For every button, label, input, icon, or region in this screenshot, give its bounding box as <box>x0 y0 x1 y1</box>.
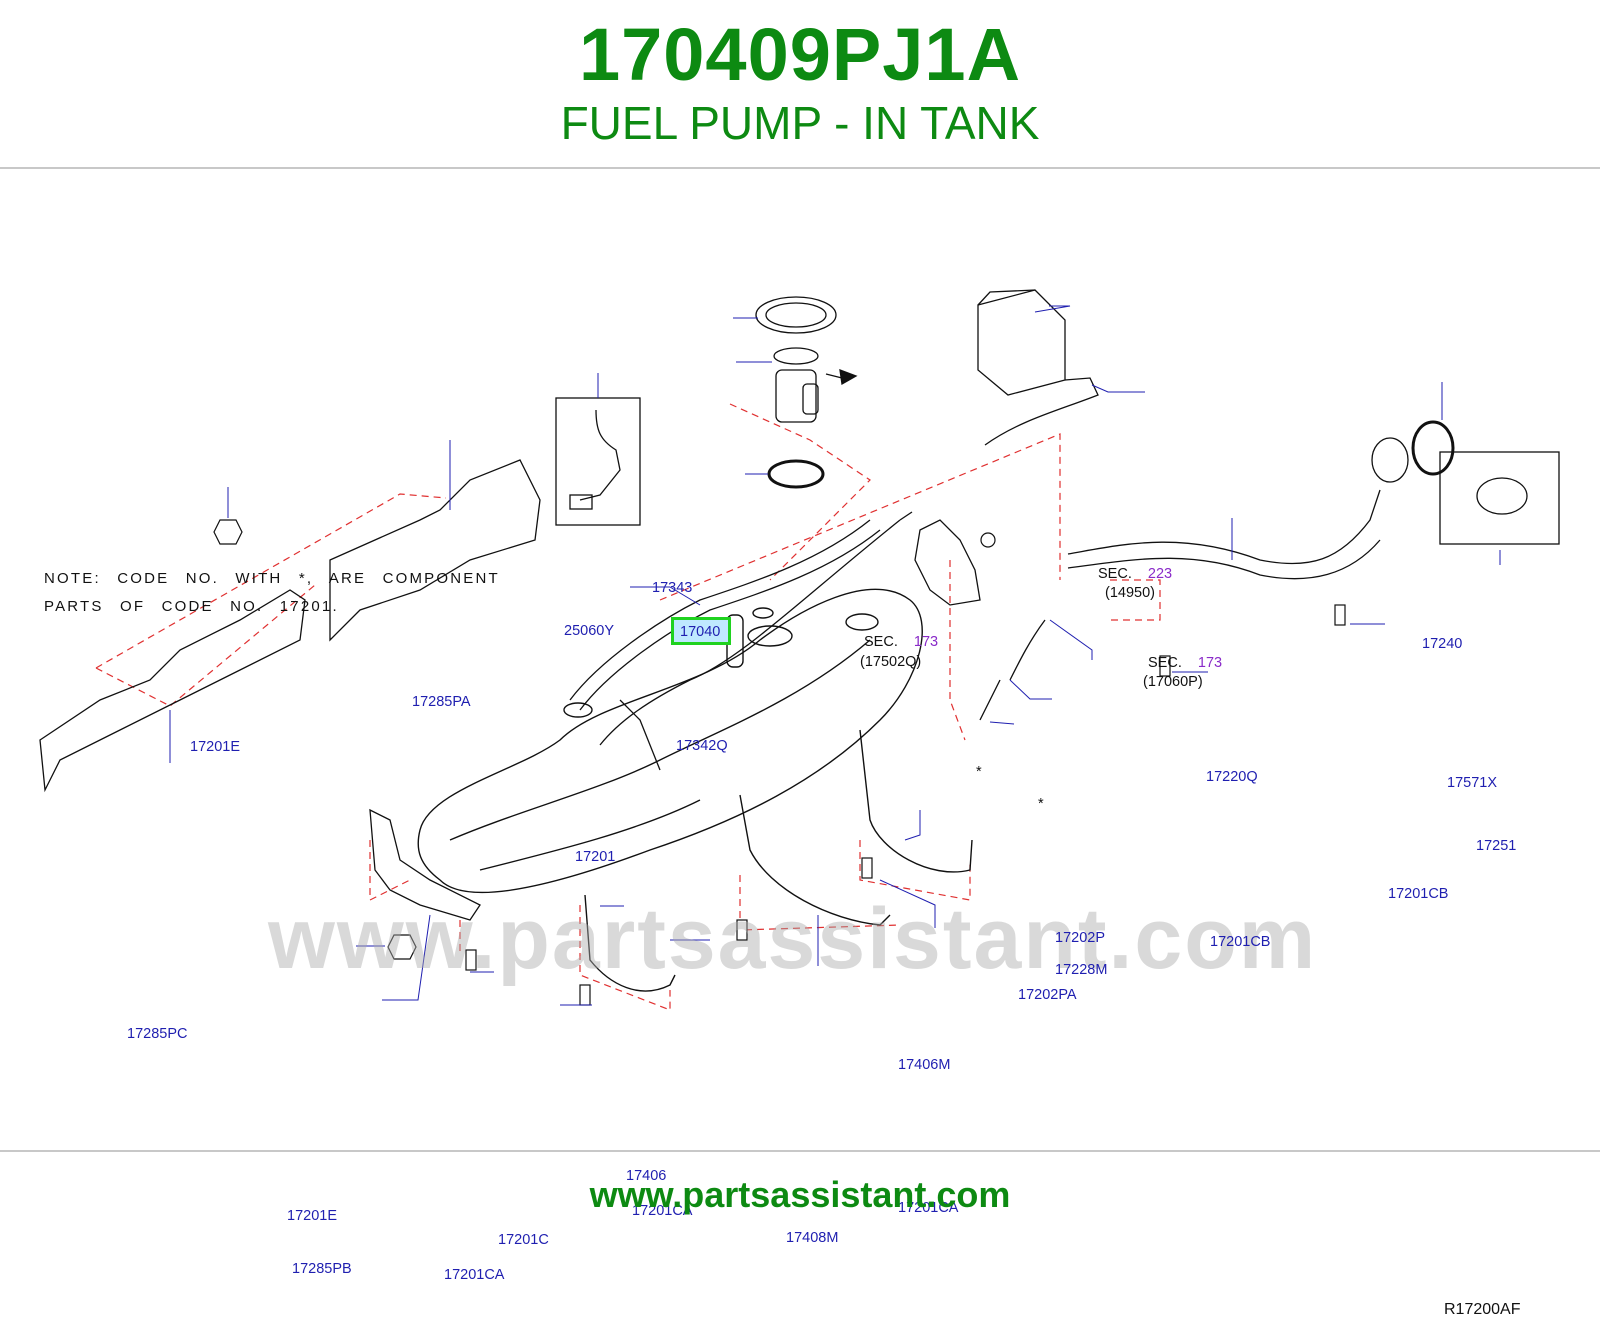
part-label-17201[interactable]: 17201 <box>575 849 616 865</box>
part-label-17285pa[interactable]: 17285PA <box>412 694 471 710</box>
part-label-17202pa[interactable]: 17202PA <box>1018 987 1077 1003</box>
diagram-reference-code: R17200AF <box>1444 1301 1521 1318</box>
fastener-bolts <box>213 519 1346 1006</box>
note-line-1: NOTE: CODE NO. WITH *, ARE COMPONENT <box>44 570 500 587</box>
part-label-17201ca-bottom[interactable]: 17201CA <box>444 1267 505 1283</box>
part-label-17228m[interactable]: 17228M <box>1055 962 1108 978</box>
dashed-leader-lines <box>95 403 1161 1011</box>
section-prefix: SEC. <box>1098 566 1132 582</box>
part-label-17201cb-b[interactable]: 17201CB <box>1210 934 1271 950</box>
watermark: www.partsassistant.com <box>268 891 1318 987</box>
part-label-17406[interactable]: 17406 <box>626 1168 667 1184</box>
part-label-17240[interactable]: 17240 <box>1422 636 1463 652</box>
parts-diagram: NOTE: CODE NO. WITH *, ARE COMPONENT PAR… <box>0 270 1600 1318</box>
section-number: 173 <box>913 634 939 650</box>
part-label-17408m[interactable]: 17408M <box>786 1230 839 1246</box>
section-ref-223[interactable]: SEC. 223 <box>1098 566 1172 582</box>
part-label-17201cb-a[interactable]: 17201CB <box>1388 886 1449 902</box>
heat-insulators <box>39 459 981 921</box>
footer-url-link[interactable]: www.partsassistant.com <box>589 1174 1011 1215</box>
part-label-17285pb[interactable]: 17285PB <box>292 1261 352 1277</box>
fuel-lines <box>569 511 913 771</box>
asterisk-marker-1: * <box>976 764 982 780</box>
part-label-17201ca-mid[interactable]: 17201CA <box>632 1203 693 1219</box>
tank-straps <box>584 729 973 992</box>
section-code-14950: (14950) <box>1105 585 1155 601</box>
highlighted-part-box <box>671 617 731 645</box>
note-line-2: PARTS OF CODE NO. 17201. <box>44 598 339 615</box>
section-number: 173 <box>1197 655 1223 671</box>
part-label-17251[interactable]: 17251 <box>1476 838 1517 854</box>
section-ref-173-b[interactable]: SEC. 173 <box>1148 655 1222 671</box>
header-divider <box>0 167 1600 169</box>
canister <box>977 289 1099 446</box>
filler-assembly <box>979 420 1560 721</box>
label-leader-lines <box>169 305 1501 1006</box>
part-label-17285pc[interactable]: 17285PC <box>127 1026 188 1042</box>
part-label-17040[interactable]: 17040 <box>680 624 721 640</box>
diagram-drawing <box>39 289 1560 1011</box>
part-label-17202p[interactable]: 17202P <box>1055 930 1105 946</box>
part-label-17406m[interactable]: 17406M <box>898 1057 951 1073</box>
part-label-17220q[interactable]: 17220Q <box>1206 769 1258 785</box>
section-ref-173-a[interactable]: SEC. 173 <box>864 634 938 650</box>
part-label-17342q[interactable]: 17342Q <box>676 738 728 754</box>
pump-module <box>755 296 858 489</box>
sender-unit-box <box>555 397 641 526</box>
part-name-subtitle: FUEL PUMP - IN TANK <box>560 97 1040 149</box>
section-number: 223 <box>1147 566 1173 582</box>
part-number-title: 170409PJ1A <box>578 13 1022 96</box>
section-code-17502q: (17502Q) <box>860 654 922 670</box>
footer-divider <box>0 1150 1600 1152</box>
part-label-17201e-top[interactable]: 17201E <box>190 739 240 755</box>
part-label-17201ca-right[interactable]: 17201CA <box>898 1200 959 1216</box>
part-label-17571x[interactable]: 17571X <box>1447 775 1497 791</box>
asterisk-marker-2: * <box>1038 796 1044 812</box>
section-prefix: SEC. <box>1148 655 1182 671</box>
section-prefix: SEC. <box>864 634 898 650</box>
part-label-17201e-bottom[interactable]: 17201E <box>287 1208 337 1224</box>
part-label-17201c[interactable]: 17201C <box>498 1232 549 1248</box>
part-label-25060y[interactable]: 25060Y <box>564 623 614 639</box>
part-label-17343[interactable]: 17343 <box>652 580 693 596</box>
section-code-17060p: (17060P) <box>1143 674 1203 690</box>
